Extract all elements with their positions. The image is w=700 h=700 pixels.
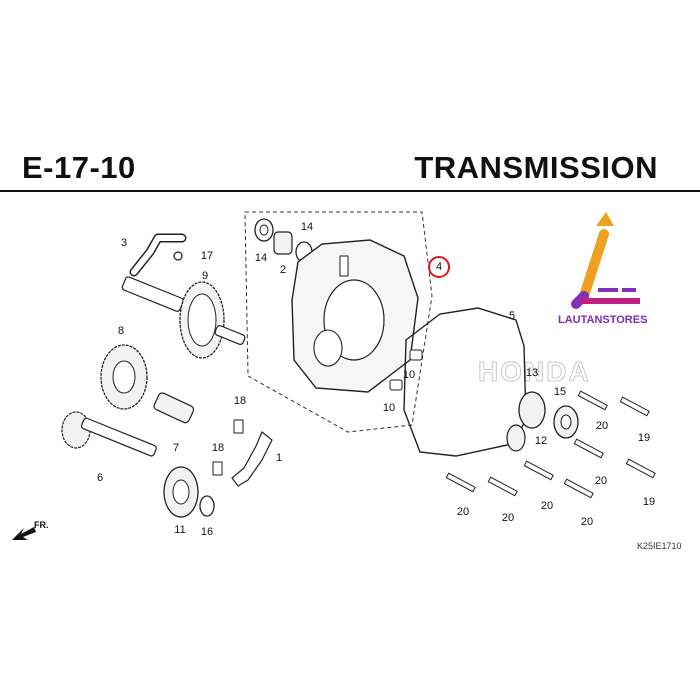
bolt-18a xyxy=(233,419,244,434)
callout-c20d: 20 xyxy=(456,506,470,518)
dowel-10b xyxy=(389,379,403,391)
callout-c2: 2 xyxy=(279,264,287,276)
callout-c4: 4 xyxy=(435,261,443,273)
callout-c6: 6 xyxy=(96,472,104,484)
shaft-6 xyxy=(61,411,157,457)
callout-c7: 7 xyxy=(172,442,180,454)
callout-c17: 17 xyxy=(200,250,214,262)
gear-7 xyxy=(153,392,195,424)
callout-c11: 11 xyxy=(174,524,186,536)
diagram-code: E-17-10 xyxy=(22,150,136,185)
callout-c14a: 14 xyxy=(300,221,314,233)
callout-c10a: 10 xyxy=(402,369,416,381)
callout-c12: 12 xyxy=(534,435,548,447)
bearing-12 xyxy=(506,424,526,452)
bush-2 xyxy=(273,231,293,255)
callout-c16: 16 xyxy=(200,526,214,538)
bolt-18b xyxy=(212,461,223,476)
bracket-1 xyxy=(231,431,273,487)
callout-c20a: 20 xyxy=(595,420,609,432)
callout-c5: 5 xyxy=(508,310,516,322)
circlip-16 xyxy=(199,495,215,517)
callout-c20b: 20 xyxy=(594,475,608,487)
callout-c3: 3 xyxy=(120,237,128,249)
callout-c13: 13 xyxy=(525,367,539,379)
image-code: K25IE1710 xyxy=(637,541,682,551)
highlight-circle xyxy=(428,256,450,278)
assembly-outline xyxy=(244,211,433,433)
header-rule xyxy=(0,190,700,192)
crankcase-cover-4 xyxy=(291,239,419,393)
brand-name: LAUTANSTORES xyxy=(558,314,648,326)
brand-logo xyxy=(571,212,640,309)
dowel-10a xyxy=(409,349,423,361)
direction-marker-text: FR. xyxy=(34,520,49,530)
callout-c9: 9 xyxy=(201,270,209,282)
clip-part xyxy=(173,251,183,261)
front-direction-arrow-icon: FR. xyxy=(12,520,49,540)
callout-c19a: 19 xyxy=(637,432,651,444)
callout-c20c: 20 xyxy=(540,500,554,512)
bearing-13 xyxy=(518,391,546,429)
brand-watermark: HONDA xyxy=(478,356,591,388)
callout-c10b: 10 xyxy=(382,402,396,414)
callout-c18b: 18 xyxy=(211,442,225,454)
callout-c20f: 20 xyxy=(580,516,594,528)
gear-8 xyxy=(100,344,148,410)
callout-c20e: 20 xyxy=(501,512,515,524)
callout-c14b: 14 xyxy=(254,252,268,264)
callout-c18a: 18 xyxy=(233,395,247,407)
gear-shaft-9 xyxy=(121,276,246,359)
callout-c19b: 19 xyxy=(642,496,656,508)
bolt-set xyxy=(445,390,656,499)
callout-c8: 8 xyxy=(117,325,125,337)
callout-c15: 15 xyxy=(553,386,567,398)
callout-c1: 1 xyxy=(275,452,283,464)
diagram-title: TRANSMISSION xyxy=(414,150,658,185)
